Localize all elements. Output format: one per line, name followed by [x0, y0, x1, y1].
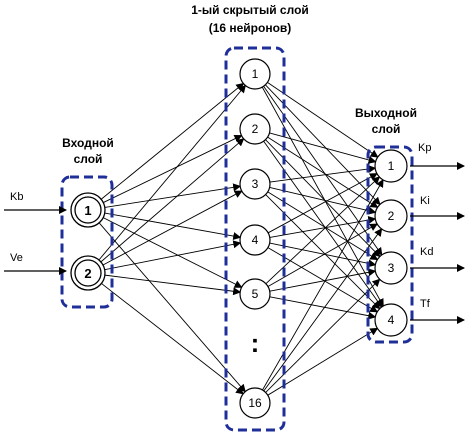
- input-arrows: [4, 206, 67, 275]
- connection-line: [265, 176, 381, 285]
- output-layer-subtitle: слой: [372, 122, 401, 136]
- output-node-1: 1: [374, 149, 408, 183]
- output-node-2: 2: [374, 199, 408, 233]
- input-node-2: 2: [70, 255, 106, 291]
- output-label-tf: Tf: [420, 298, 431, 310]
- hidden-node-1-label: 1: [252, 67, 259, 81]
- connection-line: [100, 138, 245, 263]
- hidden-ellipsis: :: [251, 328, 260, 358]
- input-layer-box: [60, 175, 114, 309]
- output-layer-box: [366, 145, 414, 344]
- output-node-4: 4: [374, 303, 408, 337]
- connections: [98, 82, 384, 396]
- connection-line: [104, 274, 242, 296]
- output-arrows: [410, 162, 465, 324]
- connection-line: [100, 82, 245, 200]
- input-label-ve: Ve: [10, 252, 23, 264]
- hidden-node-2: 2: [239, 113, 271, 145]
- output-label-ki: Ki: [420, 195, 430, 207]
- connection-line: [102, 217, 243, 288]
- hidden-layer-subtitle: (16 нейронов): [209, 21, 292, 35]
- input-node-2-label: 2: [84, 266, 91, 281]
- connection-line: [101, 283, 244, 395]
- connection-line: [261, 86, 384, 307]
- input-node-1: 1: [70, 192, 106, 228]
- hidden-node-3: 3: [239, 168, 271, 200]
- connection-line: [267, 191, 379, 261]
- output-node-2-label: 2: [388, 209, 395, 223]
- hidden-node-2-label: 2: [252, 122, 259, 136]
- connection-line: [263, 140, 383, 308]
- connection-line: [267, 247, 379, 313]
- hidden-node-4: 4: [239, 224, 271, 256]
- connection-line: [269, 132, 377, 164]
- connection-line: [267, 327, 379, 396]
- connection-line: [267, 223, 378, 287]
- hidden-node-16-label: 16: [248, 396, 262, 410]
- output-node-4-label: 4: [388, 313, 395, 327]
- output-node-3-label: 3: [388, 261, 395, 275]
- hidden-node-1: 1: [239, 58, 271, 90]
- connection-line: [98, 84, 247, 261]
- connection-line: [269, 242, 377, 268]
- connection-line: [269, 216, 377, 238]
- connection-line: [104, 212, 242, 241]
- output-label-kd: Kd: [420, 246, 433, 258]
- hidden-layer-box: [224, 46, 286, 432]
- connection-line: [104, 240, 242, 271]
- connection-line: [269, 165, 377, 183]
- connection-line: [267, 82, 379, 158]
- connection-line: [269, 186, 377, 215]
- connection-line: [102, 190, 243, 266]
- input-node-1-label: 1: [84, 203, 91, 218]
- connection-line: [104, 183, 242, 208]
- output-node-3: 3: [374, 251, 408, 285]
- connection-line: [98, 222, 246, 393]
- hidden-node-4-label: 4: [252, 233, 259, 247]
- connection-line: [267, 173, 378, 234]
- hidden-node-5: 5: [239, 278, 271, 310]
- connection-line: [269, 296, 377, 320]
- output-layer-title: Выходной: [355, 106, 417, 120]
- connection-line: [103, 135, 243, 203]
- connection-line: [263, 228, 383, 392]
- input-layer-subtitle: слой: [74, 152, 103, 166]
- hidden-node-5-label: 5: [252, 287, 259, 301]
- hidden-node-3-label: 3: [252, 177, 259, 191]
- input-label-kb: Kb: [10, 191, 23, 203]
- output-node-1-label: 1: [388, 159, 395, 173]
- hidden-layer-title: 1-ый скрытый слой: [191, 3, 309, 17]
- connection-line: [262, 179, 384, 391]
- connection-line: [269, 268, 377, 292]
- hidden-node-16: 16: [239, 387, 271, 419]
- input-layer-title: Входной: [62, 136, 114, 150]
- output-label-kp: Kp: [418, 142, 431, 154]
